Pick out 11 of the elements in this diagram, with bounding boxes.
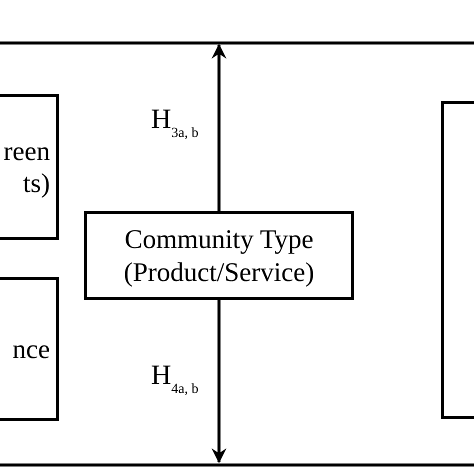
process-box xyxy=(84,211,354,300)
box-text: reen ts) xyxy=(4,134,50,200)
box-text: nce xyxy=(12,332,50,366)
empty-box xyxy=(441,101,474,419)
process-box xyxy=(0,94,59,240)
process-box xyxy=(0,277,59,421)
box-text: Community Type (Product/Service) xyxy=(122,223,316,288)
edge-label: H$_{3a, b}$ xyxy=(151,104,198,142)
edge-label: H$_{4a, b}$ xyxy=(151,360,198,398)
arrow xyxy=(212,300,226,464)
arrow xyxy=(212,44,226,211)
